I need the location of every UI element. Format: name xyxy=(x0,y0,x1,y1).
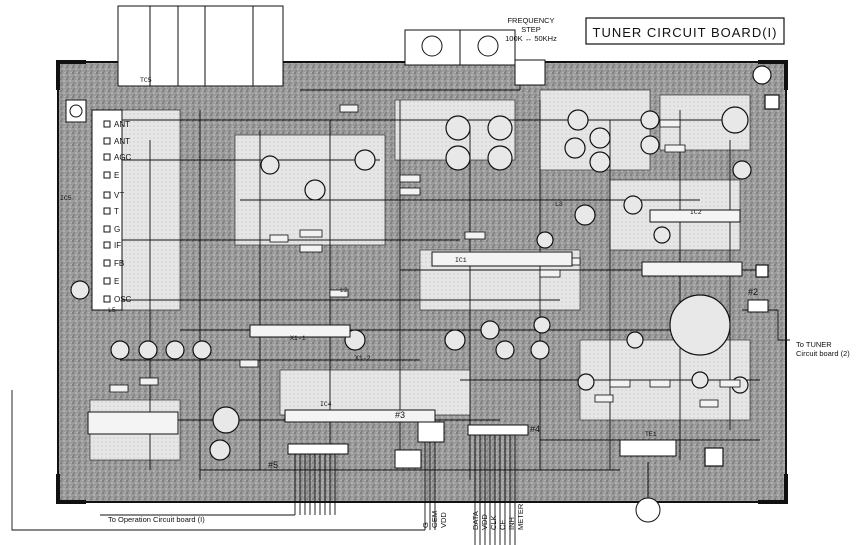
left-pin-label: E xyxy=(114,277,119,286)
pin-pad xyxy=(103,171,111,179)
mounting-holes xyxy=(704,65,780,467)
bottom-signal-label: VDD xyxy=(439,512,448,528)
bottom-signal-label: DATA xyxy=(471,511,480,530)
bottom-signal-label: G xyxy=(421,522,430,528)
resistors xyxy=(109,104,741,408)
pin-pad xyxy=(103,120,111,128)
left-pin-labels: ANT ANT AGC E VT TG IF FB E OSC xyxy=(103,120,132,304)
component-label: L5 xyxy=(108,307,116,314)
pin-pad xyxy=(103,137,111,145)
component-label: IC2 xyxy=(690,209,702,216)
connector-4-label: #4 xyxy=(530,424,540,434)
bottom-signal-label: METER xyxy=(516,503,525,530)
to-tuner-label: To TUNER Circuit board (2) xyxy=(796,340,850,358)
diagram-title: TUNER CIRCUIT BOARD(I) xyxy=(593,25,778,40)
to-tuner-line1: To TUNER xyxy=(796,340,832,349)
component-label: IC1 xyxy=(455,257,467,264)
frequency-step-label: FREQUENCY STEP 100K ↔ 50KHz xyxy=(505,16,557,43)
left-pin-label: FB xyxy=(114,259,124,268)
pin-pad xyxy=(103,153,111,161)
left-pin-label: E xyxy=(114,171,119,180)
left-pin-label: OSC xyxy=(114,295,132,304)
pin-pad xyxy=(103,295,111,303)
left-pin-label: ANT xyxy=(114,120,130,129)
component-label: TE1 xyxy=(645,431,657,438)
step-range-label: 100K ↔ 50KHz xyxy=(505,34,557,43)
component-label: L3 xyxy=(555,201,563,208)
component-label: X1-1 xyxy=(290,335,306,342)
capacitors xyxy=(70,106,752,461)
bottom-signal-label: CE xyxy=(498,520,507,530)
bottom-signal-label: GEM xyxy=(430,511,439,528)
frequency-label: FREQUENCY xyxy=(507,16,554,25)
to-tuner-line2: Circuit board (2) xyxy=(796,349,850,358)
left-pin-label: IF xyxy=(114,241,121,250)
title-box: TUNER CIRCUIT BOARD(I) xyxy=(585,17,785,45)
bottom-connector-blocks xyxy=(287,299,769,469)
component-label: X1-2 xyxy=(355,355,371,362)
left-pin-label: G xyxy=(114,225,120,234)
top-connectors xyxy=(117,5,546,87)
pin-pad xyxy=(103,277,111,285)
bottom-signal-label: INH xyxy=(507,517,516,530)
connector-2-label: #2 xyxy=(748,287,758,297)
left-pin-label: T xyxy=(114,207,119,216)
component-label: TC5 xyxy=(140,77,152,84)
component-label: IC4 xyxy=(320,401,332,408)
connector-3-label: #3 xyxy=(395,410,405,420)
bottom-signal-label: CLK xyxy=(489,515,498,530)
to-operation-label: To Operation Circuit board (I) xyxy=(108,515,205,524)
bottom-signal-label: VDD xyxy=(480,514,489,530)
step-label: STEP xyxy=(521,25,541,34)
left-pin-label: AGC xyxy=(114,153,132,162)
connector-5-label: #5 xyxy=(268,460,278,470)
lamp-connector xyxy=(619,439,677,523)
component-label: IC5 xyxy=(60,195,72,202)
left-pin-label: VT xyxy=(114,191,124,200)
pin-pad xyxy=(103,259,111,267)
pin-pad xyxy=(103,207,111,215)
integrated-circuits xyxy=(87,209,743,435)
pin-pad xyxy=(103,225,111,233)
pin-pad xyxy=(103,241,111,249)
component-label: L2 xyxy=(340,287,348,294)
left-pin-label: ANT xyxy=(114,137,130,146)
pin-pad xyxy=(103,191,111,199)
